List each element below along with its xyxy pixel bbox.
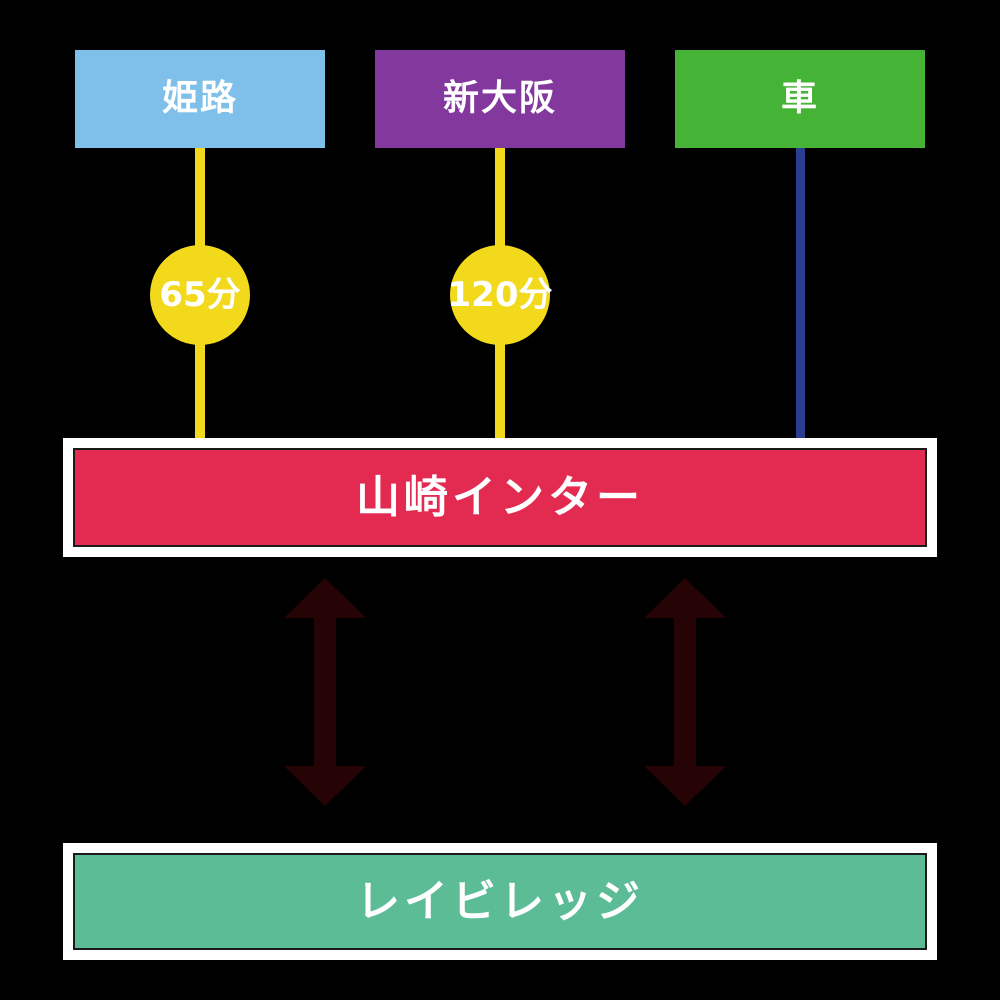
hub-banner-label: 山崎インター (356, 471, 644, 523)
destination-banner-label: レイビレッジ (356, 875, 644, 927)
duration-bubble-shin-osaka-label: 120分 (447, 275, 553, 315)
source-box-shin-osaka[interactable]: 新大阪 (375, 50, 625, 148)
bidirectional-arrow-right-icon (644, 578, 726, 806)
hub-banner[interactable]: 山崎インター (63, 438, 937, 557)
duration-bubble-himeji: 65分 (150, 245, 250, 345)
source-box-car-label: 車 (780, 78, 819, 119)
destination-banner-inner: レイビレッジ (73, 853, 927, 950)
hub-banner-inner: 山崎インター (73, 448, 927, 547)
bidirectional-arrow-left-icon (284, 578, 366, 806)
destination-banner[interactable]: レイビレッジ (63, 843, 937, 960)
connector-line-car (796, 148, 805, 440)
duration-bubble-himeji-label: 65分 (159, 275, 241, 315)
source-box-shin-osaka-label: 新大阪 (442, 78, 557, 119)
source-box-car[interactable]: 車 (675, 50, 925, 148)
duration-bubble-shin-osaka: 120分 (447, 245, 553, 345)
source-box-himeji-label: 姫路 (161, 78, 238, 119)
source-box-himeji[interactable]: 姫路 (75, 50, 325, 148)
